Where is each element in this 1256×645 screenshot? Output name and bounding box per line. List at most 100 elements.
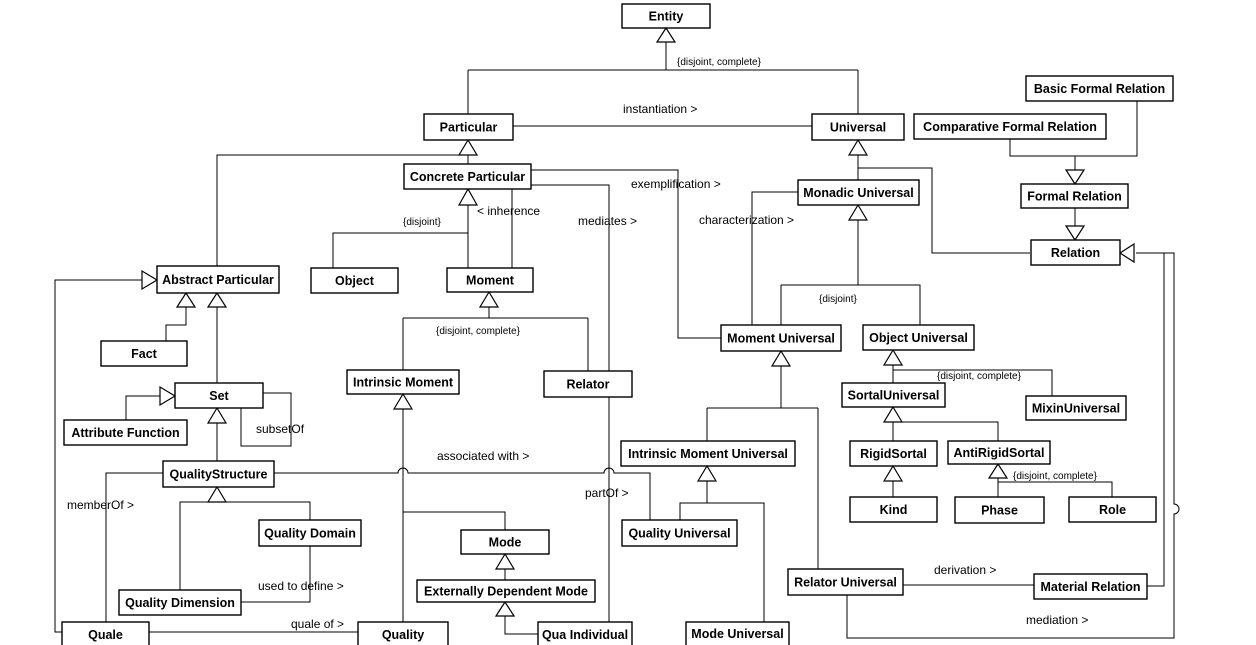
- gen-arrow-object-universal: [882, 348, 904, 366]
- label-subset-of: subsetOf: [256, 422, 305, 436]
- class-relation: Relation: [1030, 239, 1121, 266]
- class-qua-individual: Qua Individual: [537, 621, 633, 645]
- constraint-labels: {disjoint, complete} {disjoint} {disjoin…: [403, 57, 1098, 482]
- constraint-anti-rigid-sortal: {disjoint, complete}: [1013, 471, 1098, 482]
- svg-text:Mode: Mode: [489, 536, 522, 550]
- constraint-object-universal: {disjoint, complete}: [937, 371, 1022, 382]
- class-mixin-universal: MixinUniversal: [1025, 395, 1127, 421]
- svg-text:Entity: Entity: [649, 10, 684, 24]
- svg-text:Quale: Quale: [88, 628, 123, 642]
- class-kind: Kind: [849, 496, 938, 523]
- label-associated-with: associated with >: [437, 449, 529, 463]
- class-moment: Moment: [446, 267, 534, 293]
- connector-lines: [54, 42, 1180, 639]
- constraint-monadic-universal: {disjoint}: [819, 294, 857, 305]
- class-mode: Mode: [460, 529, 550, 555]
- svg-text:QualityStructure: QualityStructure: [170, 468, 268, 482]
- svg-text:RigidSortal: RigidSortal: [860, 447, 927, 461]
- gen-arrow-particular: [457, 138, 479, 156]
- constraint-concrete-particular: {disjoint}: [403, 217, 441, 228]
- gen-arrow-entity: [655, 26, 677, 43]
- gen-arrow-externally-dependent-mode: [494, 600, 516, 617]
- constraint-entity: {disjoint, complete}: [677, 57, 762, 68]
- gen-arrow-abstract-particular-a: [175, 291, 197, 308]
- label-instantiation: instantiation >: [623, 102, 697, 116]
- class-phase: Phase: [954, 496, 1045, 524]
- svg-text:Universal: Universal: [830, 121, 886, 135]
- class-object: Object: [310, 267, 399, 294]
- class-entity: Entity: [621, 3, 711, 29]
- label-exemplification: exemplification >: [631, 177, 721, 191]
- svg-text:Relator: Relator: [566, 378, 609, 392]
- svg-text:Relator Universal: Relator Universal: [794, 576, 897, 590]
- svg-text:AntiRigidSortal: AntiRigidSortal: [954, 446, 1045, 460]
- svg-text:Quality: Quality: [382, 628, 424, 642]
- gen-arrow-universal: [847, 138, 869, 156]
- label-characterization: characterization >: [699, 213, 794, 227]
- svg-text:Monadic Universal: Monadic Universal: [803, 186, 913, 200]
- class-rigid-sortal: RigidSortal: [849, 440, 938, 467]
- gen-arrow-intrinsic-moment-universal: [696, 464, 718, 482]
- gen-arrow-relation-from-formal: [1064, 225, 1086, 242]
- label-derivation: derivation >: [934, 563, 996, 577]
- gen-arrow-set-left: [159, 385, 177, 407]
- label-inherence: < inherence: [477, 204, 540, 218]
- label-mediation: mediation >: [1026, 613, 1088, 627]
- class-fact: Fact: [100, 340, 188, 367]
- class-quality-structure: QualityStructure: [162, 460, 275, 488]
- svg-text:MixinUniversal: MixinUniversal: [1032, 402, 1120, 416]
- generalization-arrows: [141, 26, 1135, 617]
- class-quality: Quality: [357, 621, 449, 645]
- svg-text:Set: Set: [209, 389, 229, 403]
- svg-text:Qua Individual: Qua Individual: [542, 628, 628, 642]
- class-externally-dependent-mode: Externally Dependent Mode: [416, 579, 596, 603]
- svg-text:Particular: Particular: [440, 121, 498, 135]
- svg-text:Formal Relation: Formal Relation: [1027, 190, 1121, 204]
- association-labels: instantiation > exemplification > < inhe…: [67, 102, 1088, 631]
- label-member-of: memberOf >: [67, 498, 134, 512]
- label-used-to-define: used to define >: [258, 579, 344, 593]
- svg-text:Object: Object: [335, 274, 375, 288]
- svg-text:Moment Universal: Moment Universal: [727, 332, 835, 346]
- svg-text:Concrete Particular: Concrete Particular: [410, 170, 525, 184]
- class-intrinsic-moment: Intrinsic Moment: [346, 369, 460, 395]
- label-quale-of: quale of >: [291, 617, 344, 631]
- class-object-universal: Object Universal: [862, 324, 975, 351]
- class-intrinsic-moment-universal: Intrinsic Moment Universal: [620, 440, 796, 467]
- gen-arrow-moment-universal: [770, 349, 792, 367]
- gen-arrow-intrinsic-moment: [392, 392, 414, 410]
- svg-text:Object Universal: Object Universal: [869, 331, 968, 345]
- gen-arrow-concrete-particular: [457, 187, 479, 206]
- svg-text:Moment: Moment: [466, 274, 515, 288]
- svg-text:Fact: Fact: [131, 347, 158, 361]
- class-comparative-formal-relation: Comparative Formal Relation: [913, 113, 1107, 140]
- svg-text:Role: Role: [1099, 503, 1126, 517]
- class-moment-universal: Moment Universal: [720, 324, 842, 352]
- svg-text:Externally Dependent Mode: Externally Dependent Mode: [424, 585, 588, 599]
- gen-arrow-mode: [494, 552, 516, 570]
- class-concrete-particular: Concrete Particular: [403, 163, 532, 190]
- gen-arrow-monadic-universal: [847, 203, 869, 221]
- class-monadic-universal: Monadic Universal: [797, 179, 920, 206]
- label-part-of: partOf >: [585, 486, 629, 500]
- class-quale: Quale: [61, 621, 150, 645]
- gen-arrow-formal-relation: [1064, 169, 1086, 186]
- svg-text:Intrinsic Moment: Intrinsic Moment: [353, 376, 454, 390]
- class-material-relation: Material Relation: [1033, 573, 1148, 600]
- gen-arrow-set: [206, 406, 228, 424]
- class-relator: Relator: [543, 370, 633, 398]
- svg-text:Basic Formal Relation: Basic Formal Relation: [1034, 82, 1165, 96]
- class-universal: Universal: [811, 113, 905, 141]
- class-particular: Particular: [423, 113, 514, 141]
- gen-arrow-relation: [1118, 242, 1135, 264]
- svg-text:Material Relation: Material Relation: [1040, 580, 1140, 594]
- svg-text:Intrinsic Moment Universal: Intrinsic Moment Universal: [628, 447, 788, 461]
- class-quality-universal: Quality Universal: [621, 519, 738, 547]
- svg-text:Relation: Relation: [1051, 246, 1100, 260]
- class-formal-relation: Formal Relation: [1020, 183, 1129, 209]
- gen-arrow-quality-structure: [206, 485, 228, 503]
- class-quality-dimension: Quality Dimension: [118, 589, 242, 616]
- class-abstract-particular: Abstract Particular: [156, 265, 280, 294]
- svg-text:Comparative Formal Relation: Comparative Formal Relation: [923, 120, 1097, 134]
